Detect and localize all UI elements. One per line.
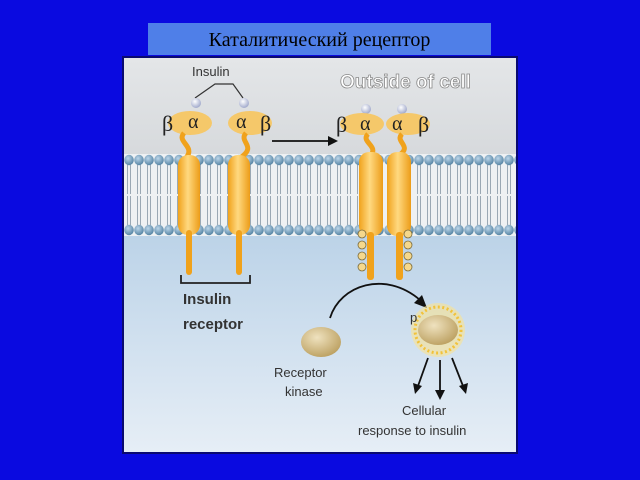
beta-symbol: β (336, 112, 347, 137)
receptor-kinase-inactive (301, 327, 341, 357)
insulin-molecule (361, 104, 371, 114)
receptor-kinase-label: kinase (285, 384, 323, 399)
insulin-label: Insulin (192, 64, 230, 79)
insulin-molecule (191, 98, 201, 108)
kinase-activation-arrow (329, 283, 421, 319)
inactive-receptor (168, 98, 272, 275)
receptor-kinase-label: Receptor (274, 365, 327, 380)
alpha-symbol: α (392, 113, 403, 135)
phosphorylation-sites (357, 229, 413, 272)
slide-title-bar: Каталитический рецептор (148, 23, 491, 55)
insulin-pointer (194, 83, 244, 99)
alpha-subunit-right (386, 113, 430, 135)
insulin-receptor-label: Insulin (183, 291, 231, 308)
alpha-subunit-left (168, 111, 212, 135)
beta-symbol: β (162, 111, 173, 136)
transmembrane-domain (178, 155, 200, 235)
alpha-symbol: α (188, 111, 199, 133)
transmembrane-domain (359, 152, 383, 236)
insulin-receptor-label: receptor (183, 316, 243, 333)
slide-title: Каталитический рецептор (208, 29, 431, 51)
alpha-subunit-left (340, 113, 384, 135)
transmembrane-domain (387, 152, 411, 236)
insulin-molecule (239, 98, 249, 108)
phosphate-label: p (410, 310, 417, 325)
cellular-response-label: response to insulin (358, 423, 466, 438)
outside-of-cell-label: Outside of cell (340, 72, 471, 93)
cellular-response-arrows (417, 357, 464, 392)
transmembrane-domain (228, 155, 250, 235)
alpha-subunit-right (228, 111, 272, 135)
active-receptor (340, 104, 430, 280)
beta-symbol: β (418, 112, 429, 137)
alpha-symbol: α (236, 111, 247, 133)
alpha-symbol: α (360, 113, 371, 135)
cellular-response-label: Cellular (402, 403, 447, 418)
receptor-kinase-active (411, 303, 465, 357)
beta-symbol: β (260, 111, 271, 136)
insulin-molecule (397, 104, 407, 114)
receptor-bracket (180, 275, 251, 284)
